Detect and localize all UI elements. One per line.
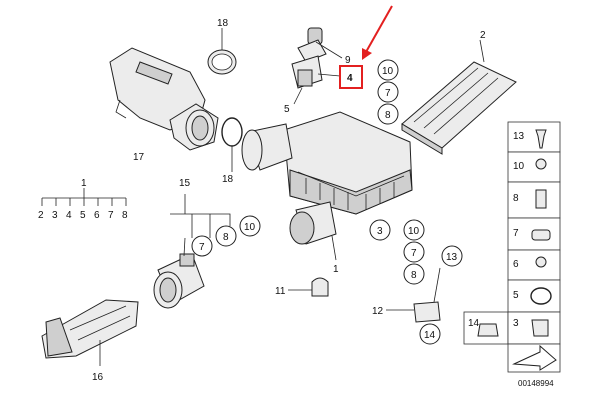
circled-callouts: 10 7 8 7 8 10 3 10 7 8 13 14	[191, 59, 463, 345]
spacer-icon	[535, 189, 547, 209]
callout-7-group: 7	[108, 210, 114, 221]
sidebar-label-13: 13	[513, 131, 525, 142]
housing-ribs	[305, 178, 395, 210]
callout-18-bottom: 18	[222, 174, 234, 185]
callout-18-top: 18	[217, 18, 229, 29]
o-ring-icon	[530, 287, 552, 305]
circled-8-mid: 8	[223, 232, 229, 243]
callout-15: 15	[179, 178, 191, 189]
sidebar-label-6: 6	[513, 259, 519, 270]
sidebar-label-10: 10	[513, 161, 525, 172]
air-filter-element-part-2	[401, 39, 517, 155]
callout-1-housing: 1	[333, 264, 339, 275]
callout-4-group: 4	[66, 210, 72, 221]
rivet-icon	[535, 129, 547, 149]
intake-snorkel-part-16	[41, 299, 139, 366]
group-bracket-1	[41, 188, 127, 206]
circled-3: 3	[377, 226, 383, 237]
screw-icon	[535, 158, 547, 170]
sidebar-label-8: 8	[513, 193, 519, 204]
circled-10-right: 10	[408, 226, 420, 237]
callout-12: 12	[372, 306, 384, 317]
circled-7-mid: 7	[199, 242, 205, 253]
callout-1-group: 1	[81, 178, 87, 189]
arrow-icon	[512, 344, 557, 371]
callout-4: 4	[347, 73, 353, 84]
sidebar-parts-grid	[463, 121, 561, 373]
callout-17: 17	[133, 152, 145, 163]
sidebar-label-7: 7	[513, 228, 519, 239]
callout-11: 11	[275, 286, 286, 297]
callout-9: 9	[345, 55, 351, 66]
callout-8-group: 8	[122, 210, 128, 221]
circled-10-mid: 10	[244, 222, 256, 233]
circled-8-right: 8	[411, 270, 417, 281]
sidebar-label-14: 14	[468, 318, 480, 329]
circled-14: 14	[424, 330, 436, 341]
circled-7-top: 7	[385, 88, 391, 99]
bolt-icon	[535, 256, 547, 268]
callout-5-group: 5	[80, 210, 86, 221]
sensor-assembly	[291, 27, 343, 105]
callout-2: 2	[480, 30, 486, 41]
document-number: 00148994	[518, 379, 554, 388]
sidebar-label-3: 3	[513, 318, 519, 329]
clamp-part-18-top	[207, 28, 237, 75]
circled-13: 13	[446, 252, 458, 263]
circled-10-top: 10	[382, 66, 394, 77]
bracket-part-12	[386, 267, 441, 323]
grommet-icon	[531, 229, 551, 241]
cap-part-11	[288, 277, 329, 297]
circled-8-top: 8	[385, 110, 391, 121]
callout-2-group: 2	[38, 210, 44, 221]
callout-16: 16	[92, 372, 104, 383]
clip-icon	[531, 319, 549, 337]
callout-5: 5	[284, 104, 290, 115]
sidebar-label-5: 5	[513, 290, 519, 301]
clamp-part-18-bottom	[221, 117, 243, 172]
air-filter-housing-part-1	[241, 111, 413, 261]
intake-duct-part-17	[109, 47, 219, 151]
callout-6-group: 6	[94, 210, 100, 221]
circled-7-right: 7	[411, 248, 417, 259]
callout-3-group: 3	[52, 210, 58, 221]
air-mass-meter-part-15	[153, 194, 231, 309]
nut-icon	[477, 323, 499, 337]
highlight-marker	[339, 5, 393, 89]
